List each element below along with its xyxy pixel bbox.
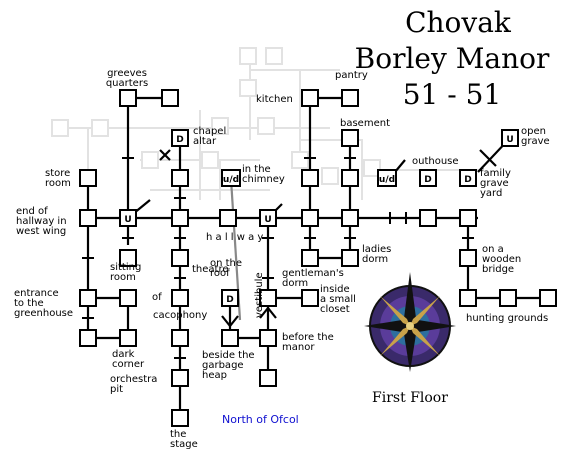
tag-hall-u2: U (264, 215, 271, 225)
room-family-grave[interactable] (459, 169, 477, 187)
tag-family-d: D (464, 175, 471, 185)
room-orchestra[interactable] (171, 369, 189, 387)
label-theatre: theatre (192, 264, 229, 275)
room-roof[interactable] (221, 289, 239, 307)
label-pantry: pantry (335, 70, 368, 81)
room-vestibule[interactable] (259, 289, 277, 307)
label-basement: basement (340, 118, 390, 129)
label-hallway: h a l l w a y (206, 232, 263, 243)
room-cacophony[interactable] (171, 329, 189, 347)
room-hunt-2[interactable] (499, 289, 517, 307)
room-outhouse[interactable] (419, 169, 437, 187)
tag-outhouse-d: D (424, 175, 431, 185)
room-greenhouse[interactable] (119, 289, 137, 307)
zone-title: Chovak (405, 6, 512, 39)
room-wooden-bridge[interactable] (459, 249, 477, 267)
room-store-room[interactable] (79, 169, 97, 187)
room-sitting[interactable] (119, 249, 137, 267)
tag-chapel-d: D (176, 135, 183, 145)
room-hall-5[interactable] (419, 209, 437, 227)
upper-floor-ghost (51, 47, 480, 210)
door-markers (82, 157, 474, 359)
room-garbage[interactable] (221, 329, 239, 347)
floor-label: First Floor (372, 390, 448, 406)
room-dark-corner[interactable] (119, 329, 137, 347)
room-basement-lower[interactable] (341, 169, 359, 187)
room-theatre[interactable] (171, 289, 189, 307)
room-hall-1[interactable] (171, 209, 189, 227)
room-west-wing[interactable] (79, 209, 97, 227)
room-hall-4[interactable] (341, 209, 359, 227)
room-tags: D U D D u/d u/d U U D (124, 135, 513, 305)
tag-grave-u: U (506, 135, 513, 145)
tag-roof-d: D (226, 295, 233, 305)
room-ladies[interactable] (341, 249, 359, 267)
room-chimney[interactable] (221, 169, 241, 187)
exit-label[interactable]: North of Ofcol (222, 413, 299, 426)
room-before-manor[interactable] (259, 329, 277, 347)
tag-hall-u: U (124, 215, 131, 225)
room-hunt-1[interactable] (459, 289, 477, 307)
tag-ud: u/d (379, 175, 395, 185)
tag-chimney-ud: u/d (223, 175, 239, 185)
room-theatre-a[interactable] (171, 249, 189, 267)
label-kitchen: kitchen (256, 94, 293, 105)
room-dark-corner-a[interactable] (79, 329, 97, 347)
room-gentlemans[interactable] (301, 249, 319, 267)
label-of: of (152, 292, 162, 303)
room-kitchen[interactable] (301, 89, 319, 107)
room-greeves-quarters[interactable] (161, 89, 179, 107)
room-greeves[interactable] (119, 89, 137, 107)
area-title: Borley Manor (355, 42, 550, 75)
map-rooms (79, 89, 557, 427)
room-hall-6[interactable] (459, 209, 477, 227)
room-ud[interactable] (377, 169, 397, 187)
room-hunt-3[interactable] (539, 289, 557, 307)
room-pantry[interactable] (341, 89, 359, 107)
room-the-stage[interactable] (171, 409, 189, 427)
room-hall-u[interactable] (119, 209, 137, 227)
room-entrance[interactable] (79, 289, 97, 307)
level-range: 51 - 51 (403, 78, 502, 111)
room-chapel[interactable] (171, 169, 189, 187)
label-cacophony: cacophony (153, 310, 207, 321)
vestibule-label: vestibule (254, 272, 265, 318)
room-closet[interactable] (301, 289, 319, 307)
room-hall-3[interactable] (301, 209, 319, 227)
room-hall-u2[interactable] (259, 209, 277, 227)
label-hunting: hunting grounds (466, 313, 548, 324)
room-hall-2[interactable] (219, 209, 237, 227)
label-outhouse: outhouse (412, 156, 459, 167)
room-basement[interactable] (341, 129, 359, 147)
compass-rose-icon (364, 272, 456, 372)
room-north-ofcol[interactable] (259, 369, 277, 387)
room-open-grave[interactable] (501, 129, 519, 147)
room-kitchen-lower[interactable] (301, 169, 319, 187)
room-chapel-altar[interactable] (171, 129, 189, 147)
